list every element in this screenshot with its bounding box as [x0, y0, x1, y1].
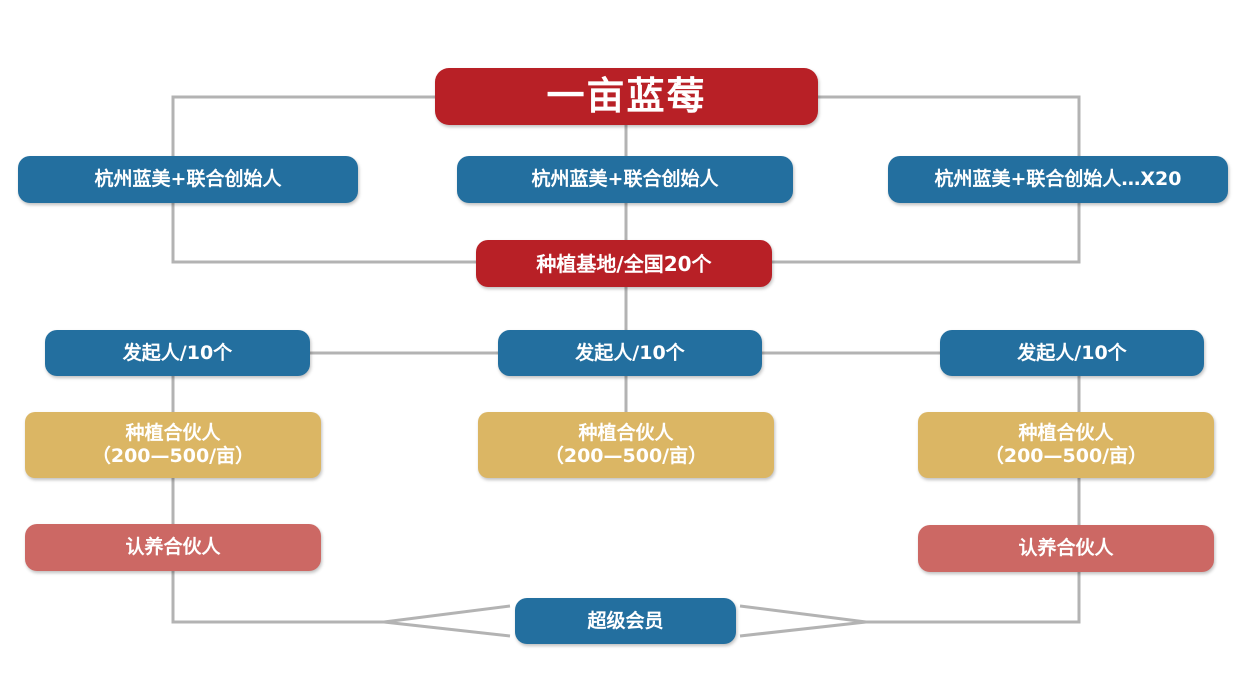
founder-label: 杭州蓝美+联合创始人	[531, 168, 719, 191]
initiator-node-left: 发起人/10个	[45, 330, 310, 376]
planting-base-node: 种植基地/全国20个	[476, 240, 772, 287]
title-label: 一亩蓝莓	[546, 73, 707, 118]
planting-base-label: 种植基地/全国20个	[536, 251, 712, 276]
connector-left-member	[171, 571, 511, 638]
founder-label: 杭州蓝美+联合创始人	[94, 168, 282, 191]
connector-right-member	[739, 572, 1081, 638]
adoption-partner-node-right: 认养合伙人	[918, 525, 1214, 572]
founder-node-left: 杭州蓝美+联合创始人	[18, 156, 358, 203]
founder-label: 杭州蓝美+联合创始人…X20	[934, 168, 1182, 191]
super-member-label: 超级会员	[587, 609, 664, 632]
planting-partner-range: （200—500/亩）	[544, 445, 708, 467]
founder-node-center: 杭州蓝美+联合创始人	[457, 156, 793, 203]
initiator-node-center: 发起人/10个	[498, 330, 762, 376]
adoption-partner-label: 认养合伙人	[125, 536, 221, 559]
planting-partner-label: 种植合伙人	[125, 422, 221, 445]
super-member-node: 超级会员	[515, 598, 736, 644]
adoption-partner-label: 认养合伙人	[1018, 537, 1114, 560]
initiator-node-right: 发起人/10个	[940, 330, 1204, 376]
planting-partner-label: 种植合伙人	[1018, 422, 1114, 445]
initiator-label: 发起人/10个	[122, 341, 233, 364]
planting-partner-range: （200—500/亩）	[984, 445, 1148, 467]
planting-partner-range: （200—500/亩）	[91, 445, 255, 467]
initiator-label: 发起人/10个	[575, 341, 685, 364]
planting-partner-node-center: 种植合伙人 （200—500/亩）	[478, 412, 774, 478]
initiator-label: 发起人/10个	[1017, 341, 1127, 364]
title-node: 一亩蓝莓	[435, 68, 818, 125]
planting-partner-node-right: 种植合伙人 （200—500/亩）	[918, 412, 1214, 478]
planting-partner-label: 种植合伙人	[578, 422, 674, 445]
planting-partner-node-left: 种植合伙人 （200—500/亩）	[25, 412, 321, 478]
adoption-partner-node-left: 认养合伙人	[25, 524, 321, 571]
founder-node-right: 杭州蓝美+联合创始人…X20	[888, 156, 1228, 203]
